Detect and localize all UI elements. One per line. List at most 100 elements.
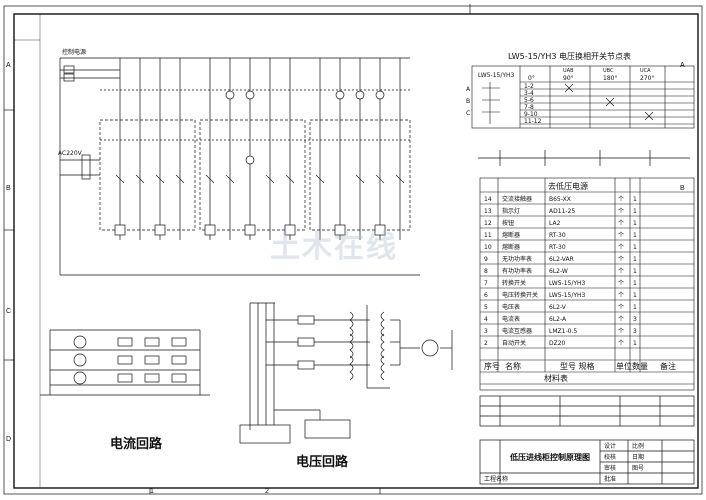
zone-label-c: C	[6, 308, 12, 315]
bom-row-name: 电流互感器	[502, 328, 533, 335]
bom-header-unit: 单位	[616, 362, 632, 371]
bom-row-spec: B65-XX	[549, 196, 571, 203]
contact-5: 9-10	[524, 111, 538, 118]
drawing-title: 低压进线柜控制原理图	[510, 453, 590, 462]
tb-design: 设计	[604, 443, 617, 450]
bom-row-unit: 个	[618, 196, 625, 203]
bom-header-spec: 型号 规格	[560, 362, 595, 371]
phase-uca: UCA	[640, 68, 651, 74]
bom-row-no: 5	[484, 304, 488, 311]
bom-row-unit: 个	[618, 232, 625, 239]
bom-row-qty: 3	[633, 316, 637, 323]
watermark: 土木在线	[270, 231, 398, 264]
tb-check: 校核	[604, 454, 617, 461]
bom-row-spec: 6L2-W	[549, 268, 568, 275]
switch-phase-b: B	[466, 98, 471, 105]
bom-row-name: 转换开关	[502, 280, 527, 287]
zone-label-b: B	[6, 185, 11, 192]
contact-4: 7-8	[524, 104, 534, 111]
tb-scale: 比例	[632, 443, 645, 450]
bom-row-qty: 1	[633, 232, 637, 239]
bom-row-no: 14	[484, 196, 492, 203]
phase-ubc: UBC	[603, 68, 614, 74]
switch-table-title: LW5-15/YH3 电压换相开关节点表	[508, 52, 632, 61]
bom-row-name: 有功功率表	[502, 268, 533, 275]
zone-label-d: D	[6, 436, 12, 443]
bom-row-qty: 1	[633, 196, 637, 203]
phase-uab: UAB	[563, 68, 574, 74]
bom-row-spec: AD11-25	[549, 208, 576, 215]
bom-row-spec: 6L2-VAR	[549, 256, 574, 263]
bom-row-spec: LW5-15/YH3	[549, 280, 586, 287]
zone-label-a: A	[6, 62, 11, 69]
outer-frame	[3, 5, 703, 495]
bom-row-no: 2	[484, 340, 488, 347]
bom-row-name: 无功功率表	[502, 256, 533, 263]
bom-table-grid	[479, 177, 695, 391]
inner-frame	[13, 13, 699, 489]
bom-row-qty: 1	[633, 280, 637, 287]
bom-row-qty: 1	[633, 208, 637, 215]
bom-row-name: 熔断器	[502, 244, 521, 251]
zone-label-b-right: B	[680, 185, 685, 192]
tb-review: 审核	[604, 465, 617, 472]
bom-header-qty: 数量	[632, 362, 648, 371]
bom-row-qty: 1	[633, 268, 637, 275]
bom-row-spec: LW5-15/YH3	[549, 292, 586, 299]
bom-row-no: 11	[484, 232, 492, 239]
bom-row-qty: 1	[633, 292, 637, 299]
bom-row-no: 12	[484, 220, 492, 227]
bom-row-unit: 个	[618, 220, 625, 227]
angle-270: 270°	[640, 75, 655, 82]
angle-90: 90°	[563, 75, 574, 82]
bom-row-name: 电压转换开关	[502, 292, 539, 299]
bom-header-no: 序号	[484, 362, 500, 371]
current-loop-caption: 电流回路	[110, 437, 163, 452]
bom-row-spec: RT-30	[549, 232, 566, 239]
bom-row-no: 8	[484, 268, 488, 275]
bom-row-name: 自动开关	[502, 340, 527, 347]
bom-row-unit: 个	[618, 316, 625, 323]
bom-row-spec: LMZ1-0.5	[549, 328, 578, 335]
bom-row-name: 电压表	[502, 304, 521, 311]
bom-row-unit: 个	[618, 208, 625, 215]
contact-3: 5-6	[524, 97, 534, 104]
bom-row-name: 按钮	[502, 220, 515, 227]
title-block-grid	[479, 439, 695, 485]
contact-2: 3-4	[524, 90, 534, 97]
bom-section-title: 去低压电源	[548, 182, 588, 191]
bom-row-qty: 1	[633, 220, 637, 227]
switch-model-label: LW5-15/YH3	[478, 72, 515, 79]
bom-row-spec: RT-30	[549, 244, 566, 251]
bom-row-unit: 个	[618, 256, 625, 263]
bom-row-spec: DZ20	[549, 340, 566, 347]
zone-label-1: 1	[150, 488, 154, 495]
bom-row-unit: 个	[618, 268, 625, 275]
bom-row-no: 9	[484, 256, 488, 263]
bom-row-spec: 6L2-V	[549, 304, 566, 311]
bom-row-no: 4	[484, 316, 488, 323]
bom-row-spec: 6L2-A	[549, 316, 567, 323]
bom-row-unit: 个	[618, 280, 625, 287]
bom-row-name: 熔断器	[502, 232, 521, 239]
angle-180: 180°	[603, 75, 618, 82]
bom-row-name: 交流接触器	[502, 196, 533, 203]
current-loop-circuit	[40, 329, 210, 396]
zone-label-a-right: A	[680, 62, 685, 69]
bom-row-qty: 1	[633, 256, 637, 263]
tb-date: 日期	[632, 454, 645, 461]
bom-row-spec: LA2	[549, 220, 561, 227]
contact-6: 11-12	[524, 118, 542, 125]
bom-row-qty: 1	[633, 304, 637, 311]
bom-row-no: 7	[484, 280, 488, 287]
bom-row-unit: 个	[618, 328, 625, 335]
bom-row-no: 13	[484, 208, 492, 215]
tb-drawing-no: 图号	[632, 465, 645, 472]
switch-phase-c: C	[466, 110, 471, 117]
voltage-loop-caption: 电压回路	[296, 455, 349, 470]
bom-row-no: 6	[484, 292, 488, 299]
bom-header-note: 备注	[660, 362, 676, 371]
bom-row-qty: 1	[633, 244, 637, 251]
bom-footer-label: 材料表	[544, 374, 568, 383]
